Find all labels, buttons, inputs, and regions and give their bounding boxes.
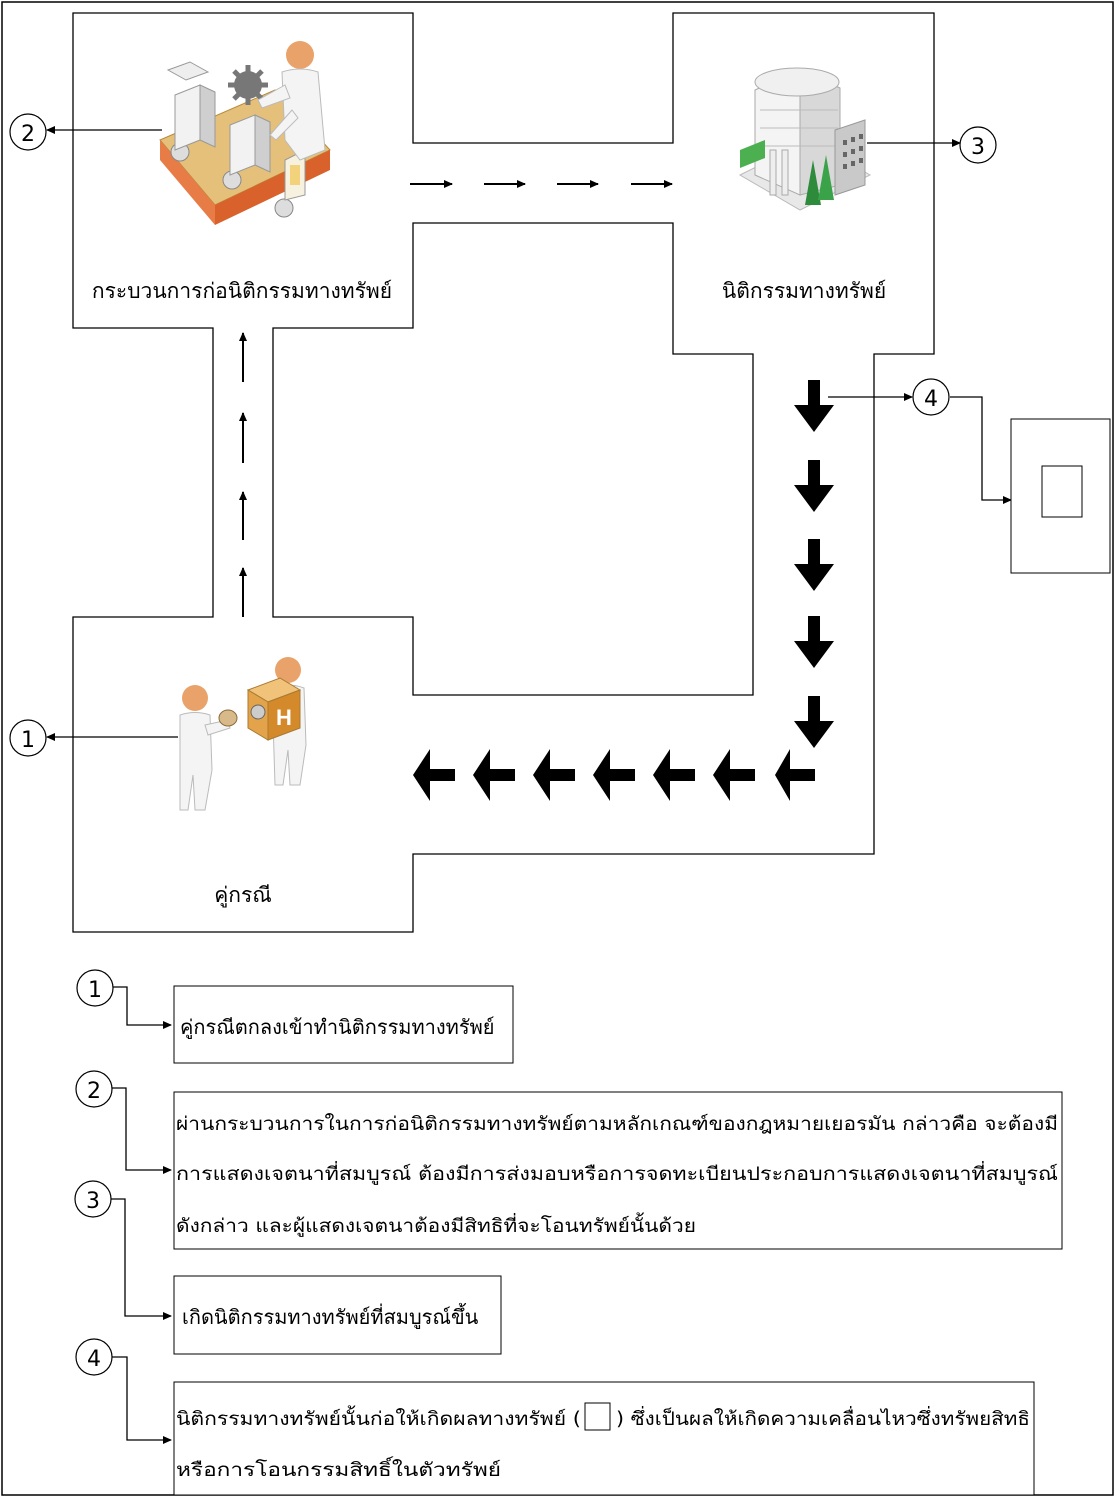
svg-text:2: 2 — [21, 122, 35, 147]
legend-box-2 — [173, 1091, 1063, 1250]
marker-1: 1 — [9, 719, 47, 757]
legend-text-4a: นิติกรรมทางทรัพย์นั้นก่อให้เกิดผลทางทรัพ… — [176, 1405, 581, 1430]
parties-label: คู่กรณี — [214, 883, 272, 908]
factory-worker-conveyor-icon — [159, 41, 331, 225]
svg-text:1: 1 — [88, 978, 102, 1003]
svg-text:2: 2 — [87, 1079, 101, 1104]
svg-text:4: 4 — [924, 387, 938, 412]
legend-connectors — [111, 986, 172, 1444]
legend-marker-1: 1 — [76, 969, 114, 1007]
svg-text:3: 3 — [86, 1189, 100, 1214]
svg-text:3: 3 — [971, 135, 985, 160]
legend-text-1: คู่กรณีตกลงเข้าทำนิติกรรมทางทรัพย์ — [180, 1015, 495, 1040]
flow-arrows-down — [794, 380, 834, 748]
legend-box-4 — [173, 1381, 1035, 1496]
legend-text-4c: หรือการโอนกรรมสิทธิ์ในตัวทรัพย์ — [176, 1456, 501, 1481]
legend-text-2b: การแสดงเจตนาที่สมบูรณ์ ต้องมีการส่งมอบหร… — [176, 1161, 1058, 1185]
flow-arrows-left — [413, 749, 815, 801]
legend-box-3 — [173, 1275, 502, 1355]
marker-connectors — [46, 126, 1012, 741]
marker-2: 2 — [9, 113, 47, 151]
svg-text:1: 1 — [21, 728, 35, 753]
marker-3: 3 — [959, 126, 997, 164]
svg-text:H: H — [276, 705, 292, 730]
legend-marker-3: 3 — [74, 1180, 112, 1218]
legend-marker-2: 2 — [75, 1070, 113, 1108]
process-label: กระบวนการก่อนิติกรรมทางทรัพย์ — [92, 279, 392, 303]
svg-text:4: 4 — [87, 1347, 101, 1372]
inline-empty-square-icon — [584, 1402, 611, 1431]
two-people-exchange-icon: H — [179, 657, 307, 811]
legend-text-4b: ) ซึ่งเป็นผลให้เกิดความเคลื่อนไหวซึ่งทรั… — [616, 1406, 1030, 1430]
legend-text-2a: ผ่านกระบวนการในการก่อนิติกรรมทางทรัพย์ตา… — [176, 1113, 1058, 1135]
legend-text-3: เกิดนิติกรรมทางทรัพย์ที่สมบูรณ์ขึ้น — [182, 1303, 479, 1330]
legend-text-2c: ดังกล่าว และผู้แสดงเจตนาต้องมีสิทธิที่จะ… — [176, 1212, 696, 1237]
office-building-icon — [738, 67, 872, 211]
empty-square-icon — [1041, 465, 1083, 518]
juristic-act-label: นิติกรรมทางทรัพย์ — [722, 279, 886, 303]
marker-4: 4 — [912, 378, 950, 416]
legend-marker-4: 4 — [75, 1338, 113, 1376]
legend-box-1 — [173, 985, 514, 1064]
